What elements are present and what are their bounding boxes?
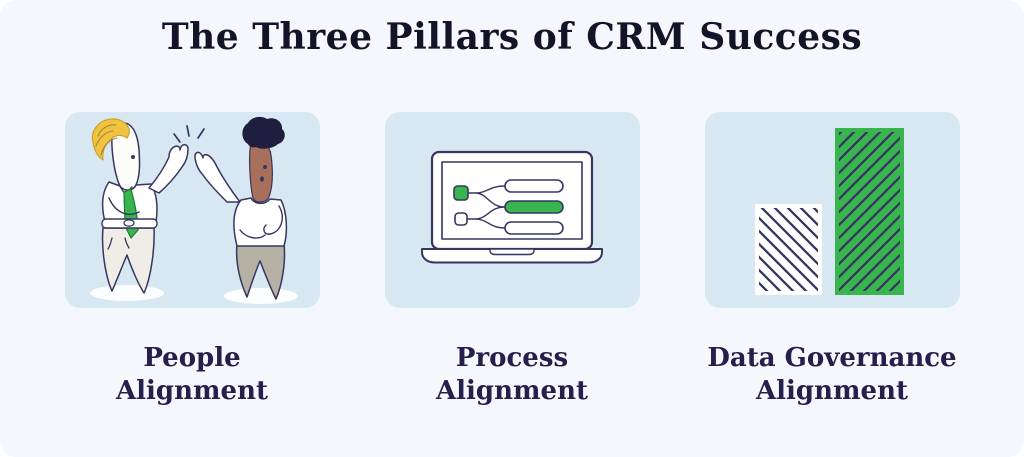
pillar-label-people: People Alignment <box>116 342 268 407</box>
process-illustration-card <box>384 112 640 308</box>
pillar-label-line1: Data Governance <box>707 343 957 373</box>
person-right <box>193 116 287 300</box>
floor-shadows <box>89 285 298 304</box>
pillar-process: Process Alignment <box>384 112 640 407</box>
pillar-label-data-governance: Data Governance Alignment <box>707 342 956 407</box>
pillar-label-line1: Process <box>455 343 569 373</box>
laptop-flowchart-icon <box>420 150 603 264</box>
people-high-five-icon <box>89 116 298 304</box>
flow-node-square-white <box>453 212 468 226</box>
flowchart <box>452 179 564 235</box>
people-illustration-card <box>64 112 320 308</box>
pillar-label-line1: People <box>143 343 241 373</box>
pillar-cards-row: People Alignment <box>0 112 1024 407</box>
page-title: The Three Pillars of CRM Success <box>161 16 863 58</box>
pillar-label-line2: Alignment <box>756 375 908 406</box>
pillar-label-line2: Alignment <box>116 375 268 406</box>
flow-node-pill-top <box>503 179 564 193</box>
bar-chart-icon <box>754 128 904 295</box>
sparkle-icon <box>172 125 205 143</box>
pillar-label-line2: Alignment <box>436 375 588 406</box>
bar-tall-green <box>834 128 904 295</box>
pillar-people: People Alignment <box>64 112 320 407</box>
person-left <box>91 118 189 294</box>
pillar-data-governance: Data Governance Alignment <box>704 112 960 407</box>
flow-node-square-green <box>452 185 469 201</box>
flow-node-pill-middle-green <box>503 200 564 214</box>
flow-node-pill-bottom <box>503 221 564 235</box>
pillar-label-process: Process Alignment <box>436 342 588 407</box>
data-governance-illustration-card <box>704 112 960 308</box>
bar-short-white <box>754 204 822 295</box>
